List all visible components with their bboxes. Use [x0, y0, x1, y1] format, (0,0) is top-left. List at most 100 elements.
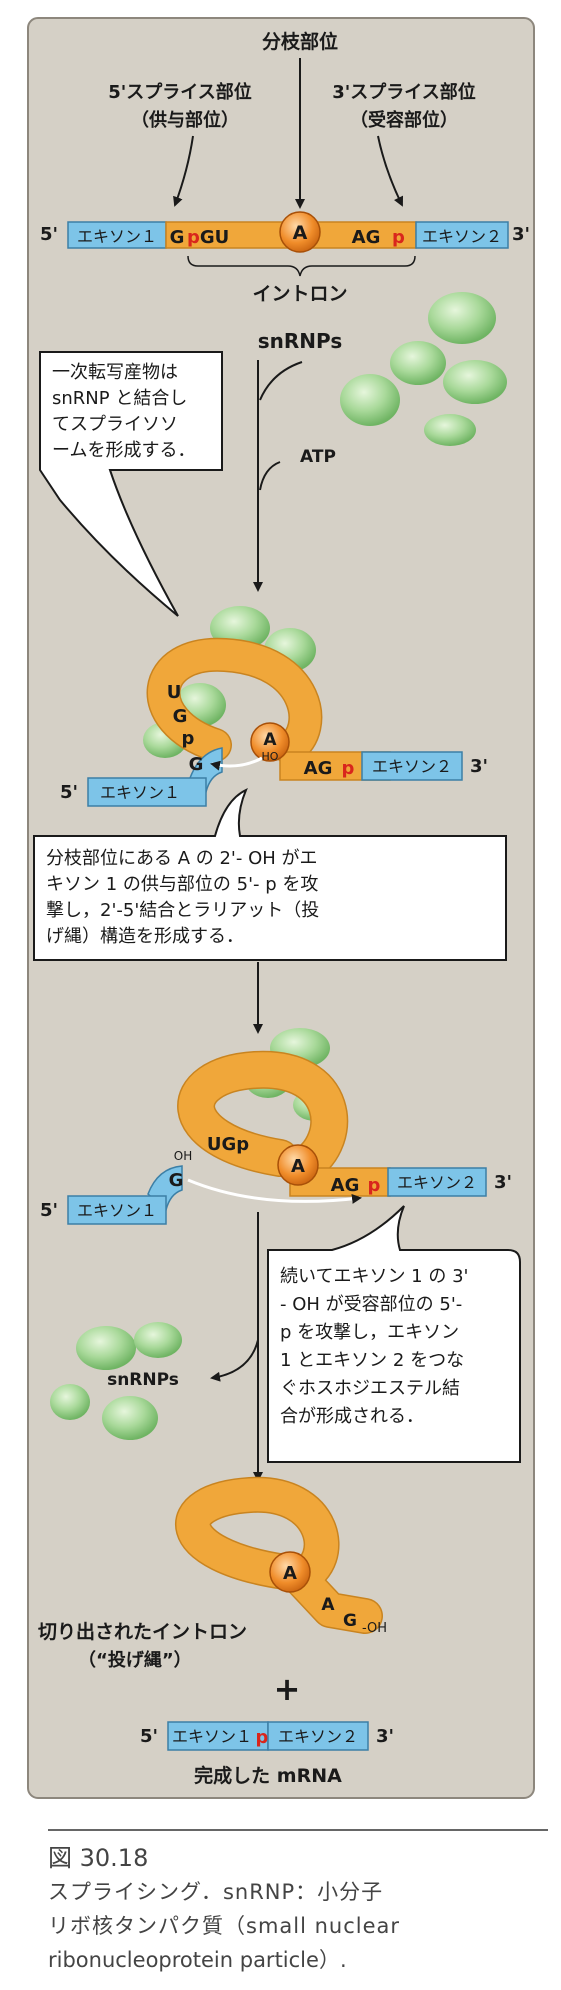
five-end-label: 5': [40, 224, 58, 245]
callout-1-line-1: 一次転写産物は: [52, 362, 178, 383]
attack-arrow-1: [210, 756, 263, 771]
callout-2-line-1: 分枝部位にある A の 2'- OH がエ: [46, 848, 318, 869]
acceptor-site-label: （受容部位）: [350, 109, 458, 131]
callout-3-line-5: ぐホスホジエステル結: [280, 1378, 460, 1399]
figure-number: 図 30.18: [48, 1844, 149, 1872]
oh-label-3: OH: [174, 1149, 192, 1163]
donor-site-label: （供与部位）: [131, 109, 239, 131]
intron-label: イントロン: [252, 283, 347, 305]
branch-a-circle-3: [277, 1144, 319, 1186]
intron-loop-2-fill: [148, 639, 321, 764]
exon1-box-3: [67, 1195, 167, 1225]
atp-join-curve: [259, 461, 281, 491]
branch-a-label: A: [293, 222, 308, 244]
p-acceptor-2: p: [342, 758, 355, 779]
branch-a-label-3: A: [291, 1156, 305, 1177]
intron-brace: [187, 255, 416, 277]
callout-3: [267, 1205, 521, 1463]
snrnp-release-arrow: [210, 1339, 259, 1382]
g-label-2b: G: [189, 754, 204, 775]
donor-arrow: [173, 135, 194, 207]
snrnps-label-1: snRNPs: [258, 329, 343, 353]
snrnp-join-curve: [259, 361, 303, 401]
g-label-3b: G: [169, 1170, 184, 1191]
exon1-final: [167, 1721, 269, 1751]
ag-label-3: AG: [331, 1175, 360, 1196]
lasso-label: （“投げ縄”）: [78, 1649, 192, 1671]
branch-site-label: 分枝部位: [262, 30, 338, 53]
callout-2: [33, 787, 507, 961]
callout-3-line-3: p を攻撃し，エキソン: [280, 1322, 459, 1343]
p3: p: [236, 1134, 249, 1155]
lariat-3: [178, 1052, 347, 1183]
three-end-3: 3': [494, 1172, 512, 1193]
exon2-label-final: エキソン２: [278, 1727, 358, 1746]
exon2-label: エキソン２: [422, 227, 502, 246]
branch-a-circle: [279, 211, 321, 253]
g-label-4: G: [343, 1611, 357, 1631]
three-end-label: 3': [512, 224, 530, 245]
callout-3-line-2: - OH が受容部位の 5'-: [280, 1294, 462, 1315]
snrnp-cluster-4: [50, 1322, 182, 1440]
branch-a-label-4: A: [283, 1563, 297, 1584]
branch-a-circle-4: [269, 1551, 311, 1593]
five-end-2: 5': [60, 782, 78, 803]
callout-1-line-2: snRNP と結合し: [52, 388, 187, 409]
excised-intron-label: 切り出されたイントロン: [38, 1620, 247, 1643]
p-acceptor-3: p: [368, 1175, 381, 1196]
three-end-2: 3': [470, 756, 488, 777]
callout-1-line-3: てスプライソソ: [52, 414, 178, 435]
complete-mrna-label: 完成した mRNA: [194, 1764, 342, 1787]
branch-a-circle-2: [250, 722, 290, 762]
pgu-label: pGU: [187, 227, 229, 248]
caption-line-1: スプライシング．snRNP：小分子: [48, 1880, 384, 1904]
g-label-2a: G: [173, 706, 188, 727]
u-label-2: U: [167, 682, 182, 703]
exon1-label-final: エキソン１: [172, 1727, 252, 1746]
exon1-label: エキソン１: [77, 227, 157, 246]
p-label-2: p: [182, 728, 195, 749]
gu: GU: [200, 227, 229, 248]
callout-1: [39, 351, 223, 617]
excised-lariat: [176, 1478, 382, 1633]
exon2-box: [415, 221, 509, 249]
oh-tail-4: -OH: [362, 1621, 387, 1636]
ugp-label-3: UGp: [207, 1134, 249, 1155]
ag-label: AG: [352, 227, 381, 248]
callout-1-line-4: ームを形成する．: [52, 440, 195, 461]
exon2-box-2: [361, 751, 463, 781]
exon2-final: [267, 1721, 369, 1751]
attack-arrow-2: [187, 1178, 362, 1204]
exon1-box-2: [87, 777, 207, 807]
exon2-box-3: [387, 1167, 487, 1197]
acceptor-arrow: [377, 135, 404, 207]
atp-label: ATP: [300, 447, 336, 467]
ho-label-2: HO: [262, 750, 279, 763]
branch-a-label-2: A: [263, 730, 277, 750]
g3: G: [221, 1134, 236, 1155]
u3: U: [207, 1134, 222, 1155]
a-label-4b: A: [321, 1595, 335, 1615]
callout-2-line-2: キソン 1 の供与部位の 5'- p を攻: [46, 874, 318, 895]
snrnps-label-2: snRNPs: [107, 1370, 179, 1390]
three-end-final: 3': [376, 1726, 394, 1747]
callout-2-line-4: げ縄）構造を形成する．: [46, 926, 244, 947]
callout-3-line-4: 1 とエキソン 2 をつな: [280, 1350, 464, 1371]
callout-3-line-6: 合が形成される．: [280, 1406, 424, 1427]
g-label: G: [170, 227, 185, 248]
snrnp-cluster-1: [340, 292, 507, 446]
three-splice-site-label: 3'スプライス部位: [332, 81, 476, 103]
five-end-final: 5': [140, 1726, 158, 1747]
exon1-label-3: エキソン１: [77, 1201, 157, 1220]
ag-label-2: AG: [304, 758, 333, 779]
exon1-box: [67, 221, 167, 249]
p-junction-final: p: [256, 1727, 269, 1748]
caption-line-3: ribonucleoprotein particle）.: [48, 1948, 347, 1972]
exon2-label-3: エキソン２: [397, 1173, 477, 1192]
caption-line-2: リボ核タンパク質（small nuclear: [48, 1914, 401, 1938]
five-end-3: 5': [40, 1200, 58, 1221]
p-acceptor-label: p: [392, 227, 405, 248]
p-red: p: [187, 227, 200, 248]
exon2-label-2: エキソン２: [372, 757, 452, 776]
